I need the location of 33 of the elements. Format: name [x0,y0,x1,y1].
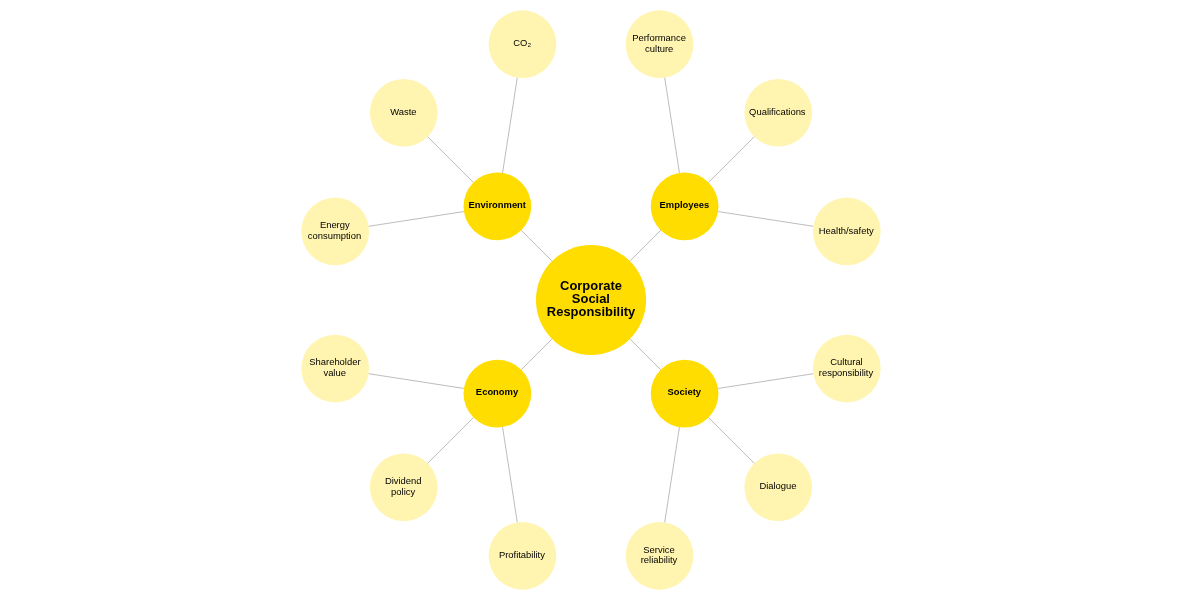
connector [629,338,661,370]
node-circle: Service reliability [625,521,693,590]
node-circle: CO₂ [488,10,556,79]
connector [367,211,464,227]
node-circle: Corporate Social Responsibility [535,244,646,356]
connector [520,230,552,262]
node-circle: Health/safety [812,197,881,266]
connector [427,417,474,464]
connector [663,426,680,523]
connector [629,230,661,262]
node-circle: Shareholder value [300,334,369,403]
node-circle: Economy [463,359,531,428]
connector [717,373,814,389]
node-circle: Society [650,359,718,428]
connector [663,77,680,174]
node-circle: Dialogue [743,453,812,522]
node-circle: Waste [369,78,438,147]
node-circle: Performance culture [625,10,693,79]
node-circle: Environment [463,172,531,241]
connector [717,211,814,227]
connector [707,136,754,183]
connector [501,426,518,523]
connector [427,136,474,183]
node-circle: Qualifications [743,78,812,147]
connector [707,417,754,464]
node-circle: Energy consumption [300,197,369,266]
connector [520,338,552,370]
node-circle: Cultural responsibility [812,334,881,403]
node-circle: Profitability [488,521,556,590]
node-circle: Employees [650,172,718,241]
connector [501,77,518,174]
node-circle: Dividend policy [369,453,438,522]
connector [367,373,464,389]
